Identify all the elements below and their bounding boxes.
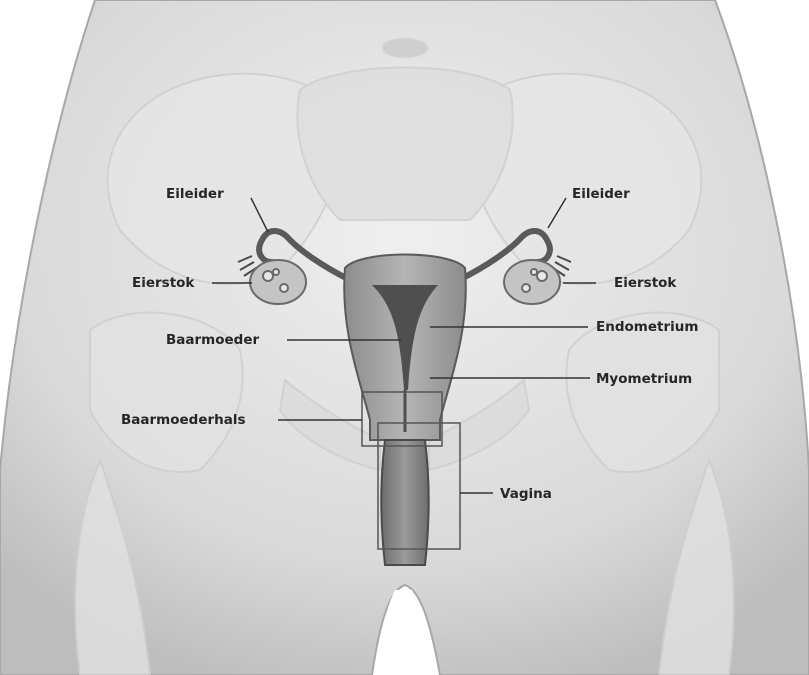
- label-fallopian-tube-right: Eileider: [572, 186, 630, 202]
- vagina: [381, 440, 429, 565]
- label-cervix: Baarmoederhals: [121, 412, 246, 428]
- label-myometrium: Myometrium: [596, 371, 692, 387]
- label-endometrium: Endometrium: [596, 319, 698, 335]
- label-ovary-left: Eierstok: [132, 275, 194, 291]
- label-uterus: Baarmoeder: [166, 332, 259, 348]
- label-fallopian-tube-left: Eileider: [166, 186, 224, 202]
- label-vagina: Vagina: [500, 486, 552, 502]
- label-ovary-right: Eierstok: [614, 275, 676, 291]
